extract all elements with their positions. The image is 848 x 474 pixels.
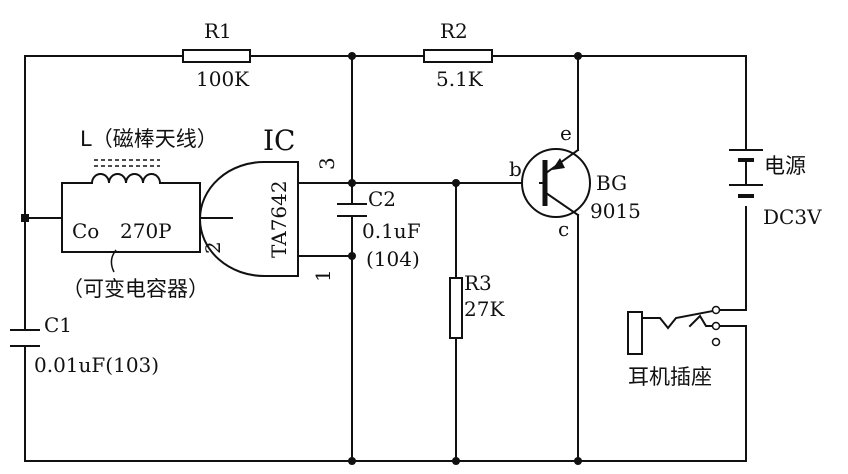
r2-value: 5.1K	[436, 67, 484, 91]
power-label: 电源	[764, 154, 806, 178]
variable-capacitor-co: Co 270P （可变电容器）	[62, 219, 209, 301]
r3-value: 27K	[464, 297, 505, 321]
ic-pin2: 2	[201, 241, 225, 254]
c1-name: C1	[44, 313, 72, 337]
junctions	[21, 52, 582, 465]
transistor-name: BG	[596, 171, 627, 195]
r1-value: 100K	[196, 67, 250, 91]
coil-l: L（磁棒天线）	[80, 127, 218, 185]
co-note: （可变电容器）	[62, 277, 209, 301]
capacitor-c2: C2 0.1uF (104)	[337, 187, 421, 271]
c1-value: 0.01uF(103)	[34, 353, 159, 377]
resistor-r3: R3 27K	[449, 271, 505, 339]
co-name: Co	[72, 219, 99, 243]
power-value: DC3V	[763, 205, 822, 229]
ic-ta7642: IC TA7642 3 2 1	[199, 124, 339, 282]
transistor-collector-label: c	[558, 217, 569, 241]
transistor-base-label: b	[509, 157, 522, 181]
ic-name: IC	[263, 124, 295, 157]
co-value: 270P	[120, 219, 172, 243]
transistor-emitter-label: e	[560, 121, 572, 145]
capacitor-c1: C1 0.01uF(103)	[10, 313, 159, 377]
r1-name: R1	[204, 19, 232, 43]
coil-label: L（磁棒天线）	[80, 127, 218, 151]
ic-pin3: 3	[315, 157, 339, 170]
resistor-r2: R2 5.1K	[423, 19, 493, 91]
c2-name: C2	[368, 187, 396, 211]
resistor-r1: R1 100K	[182, 19, 251, 91]
r3-name: R3	[464, 271, 492, 295]
c2-code: (104)	[366, 247, 420, 271]
c2-value: 0.1uF	[362, 219, 421, 243]
ic-part: TA7642	[267, 180, 291, 258]
wires	[24, 55, 747, 462]
transistor-part: 9015	[590, 199, 641, 223]
jack-label: 耳机插座	[628, 365, 712, 389]
r2-name: R2	[440, 19, 468, 43]
transistor-bg: b e c BG 9015	[509, 121, 641, 241]
battery: 电源 DC3V	[729, 149, 822, 229]
ic-pin1: 1	[311, 269, 335, 282]
headphone-jack: 耳机插座	[627, 305, 721, 389]
